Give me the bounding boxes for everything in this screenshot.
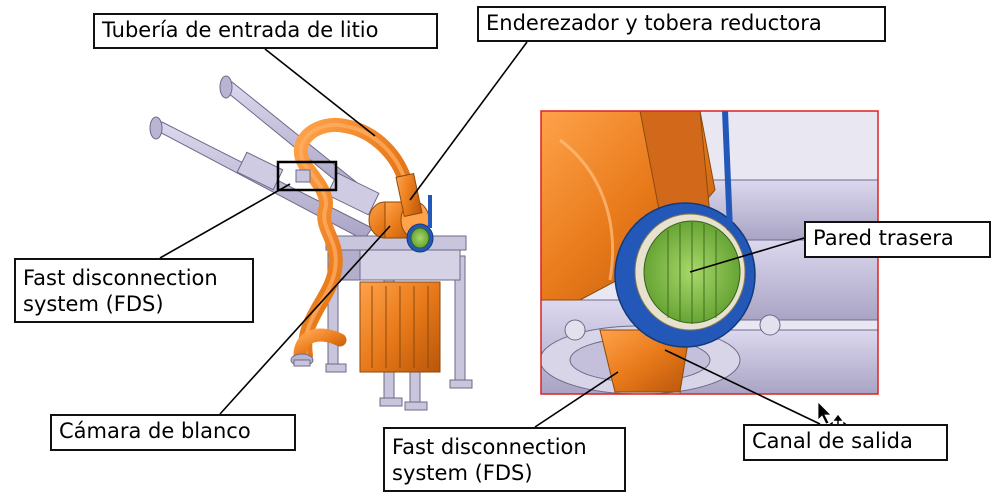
leader-tuberia (264, 48, 376, 137)
leader-camara (219, 225, 391, 415)
fds-highlight-box (276, 160, 338, 192)
leader-enderezador (409, 41, 528, 201)
target-chamber-body (359, 249, 461, 373)
inset-orange-body (541, 111, 716, 393)
label-canal-salida: Canal de salida (743, 424, 948, 461)
fds-coupling (295, 169, 311, 183)
label-fds-left-line2: system (FDS) (23, 292, 164, 317)
leader-pared (689, 237, 805, 273)
label-fds-left-line1: Fast disconnection (23, 266, 218, 290)
label-tuberia-entrada: Tubería de entrada de litio (93, 13, 438, 49)
leader-lines (159, 41, 821, 428)
label-fds-mid-line2: system (FDS) (392, 461, 533, 486)
lower-pipe-bend (290, 328, 347, 367)
label-fds-mid-line1: Fast disconnection (392, 435, 587, 459)
label-fds-left: Fast disconnection system (FDS) (14, 258, 254, 323)
leader-canal (664, 349, 821, 425)
leader-fds-mid (534, 371, 619, 428)
label-fds-mid: Fast disconnection system (FDS) (383, 427, 626, 492)
nozzle-assembly (395, 172, 434, 253)
label-camara-blanco: Cámara de blanco (50, 414, 296, 451)
label-enderezador: Enderezador y tobera reductora (477, 6, 886, 42)
mouse-pointer-icon (817, 401, 832, 425)
label-pared-trasera: Pared trasera (804, 221, 991, 258)
left-assembly (149, 75, 473, 411)
leader-fds-left (159, 183, 291, 259)
beam-tube-lower (149, 116, 380, 241)
